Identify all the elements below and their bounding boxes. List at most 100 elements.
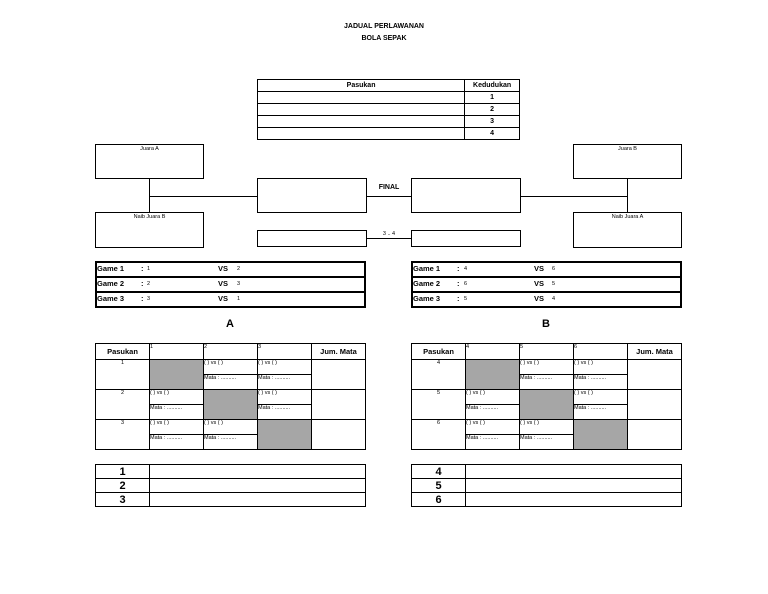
ranking-position: 1 — [464, 91, 520, 104]
points-entry[interactable]: Mata : .......... — [465, 434, 520, 450]
standing-team-cell[interactable] — [149, 478, 366, 493]
points-entry[interactable]: Mata : .......... — [257, 404, 312, 420]
standing-team-cell[interactable] — [465, 492, 682, 507]
semifinal-right-box[interactable] — [411, 178, 521, 213]
juara-b-label: Juara B — [618, 146, 637, 152]
points-entry[interactable]: Mata : .......... — [149, 434, 204, 450]
standing-position: 4 — [411, 464, 466, 479]
vs-label: VS — [534, 264, 545, 273]
group-a-title: A — [226, 318, 234, 330]
score-cell[interactable]: ( ) vs ( ) — [149, 419, 204, 435]
standing-team-cell[interactable] — [465, 464, 682, 479]
third-place-left-box[interactable] — [257, 230, 367, 247]
game-away: 4 — [552, 296, 556, 302]
grid-row-team: 1 — [95, 359, 150, 390]
points-cell[interactable] — [311, 359, 366, 390]
game-away: 6 — [552, 266, 556, 272]
points-entry[interactable]: Mata : .......... — [519, 374, 574, 390]
group-b-title: B — [542, 318, 550, 330]
points-cell[interactable] — [627, 389, 682, 420]
game-label: Game 1 — [413, 264, 441, 273]
third-place-right-box[interactable] — [411, 230, 521, 247]
colon: : — [457, 279, 460, 288]
semifinal-left-box[interactable] — [257, 178, 367, 213]
points-entry[interactable]: Mata : .......... — [203, 434, 258, 450]
grid-blocked-cell — [465, 359, 520, 390]
ranking-position: 2 — [464, 103, 520, 116]
game-label: Game 1 — [97, 264, 125, 273]
juara-a-box[interactable]: Juara A — [95, 144, 204, 179]
points-entry[interactable]: Mata : .......... — [149, 404, 204, 420]
grid-blocked-cell — [203, 389, 258, 420]
colon: : — [457, 264, 460, 273]
final-label: FINAL — [367, 184, 411, 191]
grid-row-team: 4 — [411, 359, 466, 390]
game-home: 2 — [147, 281, 151, 287]
score-cell[interactable]: ( ) vs ( ) — [465, 389, 520, 405]
points-cell[interactable] — [627, 419, 682, 450]
grid-blocked-cell — [519, 389, 574, 420]
juara-b-box[interactable]: Juara B — [573, 144, 682, 179]
score-cell[interactable]: ( ) vs ( ) — [519, 419, 574, 435]
points-entry[interactable]: Mata : .......... — [465, 404, 520, 420]
vs-label: VS — [218, 264, 229, 273]
game-home: 4 — [464, 266, 468, 272]
grid-header-col: 6 — [573, 343, 628, 360]
score-cell[interactable]: ( ) vs ( ) — [203, 359, 258, 375]
grid-header-col: 3 — [257, 343, 312, 360]
standing-team-cell[interactable] — [465, 478, 682, 493]
page-subtitle: BOLA SEPAK — [361, 35, 407, 42]
colon: : — [141, 264, 144, 273]
game-home: 5 — [464, 296, 468, 302]
score-cell[interactable]: ( ) vs ( ) — [519, 359, 574, 375]
grid-header-col: 4 — [465, 343, 520, 360]
games-b-table — [411, 261, 682, 308]
grid-blocked-cell — [257, 419, 312, 450]
standings-b-table: 4 5 6 — [411, 464, 682, 507]
vs-label: VS — [218, 279, 229, 288]
points-cell[interactable] — [311, 419, 366, 450]
points-cell[interactable] — [627, 359, 682, 390]
points-cell[interactable] — [311, 389, 366, 420]
grid-header-team: Pasukan — [95, 343, 150, 360]
points-entry[interactable]: Mata : .......... — [519, 434, 574, 450]
game-label: Game 2 — [97, 279, 125, 288]
grid-header-points: Jum. Mata — [311, 343, 366, 360]
naib-juara-a-box[interactable]: Naib Juara A — [573, 212, 682, 248]
points-entry[interactable]: Mata : .......... — [573, 374, 628, 390]
game-label: Game 2 — [413, 279, 441, 288]
bracket-line — [627, 179, 628, 212]
juara-a-label: Juara A — [140, 146, 159, 152]
game-home: 6 — [464, 281, 468, 287]
ranking-table: Pasukan Kedudukan 1 2 3 4 — [256, 79, 520, 140]
score-cell[interactable]: ( ) vs ( ) — [149, 389, 204, 405]
ranking-header-team: Pasukan — [256, 79, 466, 92]
game-away: 5 — [552, 281, 556, 287]
ranking-team-cell[interactable] — [256, 91, 466, 104]
ranking-team-cell[interactable] — [256, 103, 466, 116]
bracket-line — [521, 196, 628, 197]
score-cell[interactable]: ( ) vs ( ) — [465, 419, 520, 435]
standing-team-cell[interactable] — [149, 492, 366, 507]
score-cell[interactable]: ( ) vs ( ) — [257, 389, 312, 405]
points-entry[interactable]: Mata : .......... — [203, 374, 258, 390]
score-cell[interactable]: ( ) vs ( ) — [203, 419, 258, 435]
standing-team-cell[interactable] — [149, 464, 366, 479]
grid-blocked-cell — [149, 359, 204, 390]
grid-row-team: 6 — [411, 419, 466, 450]
naib-juara-a-label: Naib Juara A — [611, 214, 644, 220]
points-entry[interactable]: Mata : .......... — [573, 404, 628, 420]
score-cell[interactable]: ( ) vs ( ) — [573, 389, 628, 405]
standing-position: 2 — [95, 478, 150, 493]
grid-row-team: 3 — [95, 419, 150, 450]
score-cell[interactable]: ( ) vs ( ) — [573, 359, 628, 375]
ranking-team-cell[interactable] — [256, 127, 466, 140]
naib-juara-b-box[interactable]: Naib Juara B — [95, 212, 204, 248]
row-divider — [413, 276, 680, 278]
ranking-header-position: Kedudukan — [464, 79, 520, 92]
score-cell[interactable]: ( ) vs ( ) — [257, 359, 312, 375]
group-a-grid: Pasukan 1 2 3 Jum. Mata 1 ( ) vs ( ) ( )… — [95, 343, 366, 450]
points-entry[interactable]: Mata : .......... — [257, 374, 312, 390]
ranking-team-cell[interactable] — [256, 115, 466, 128]
game-away: 1 — [237, 296, 241, 302]
